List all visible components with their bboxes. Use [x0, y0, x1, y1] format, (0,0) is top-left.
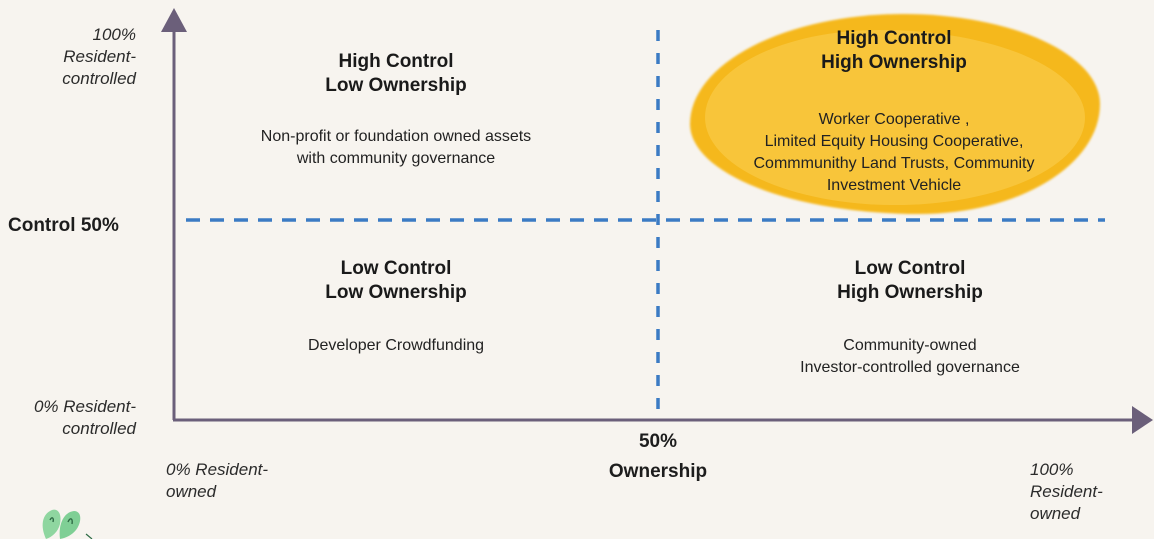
y-axis-bottom-text: 0% Resident-controlled: [33, 397, 136, 438]
x-axis-arrow-icon: [1132, 406, 1153, 434]
quadrant-title-line1: High Control: [338, 51, 454, 72]
y-axis-bottom-label: 0% Resident-controlled: [0, 396, 136, 440]
quadrant-title-line2: Low Ownership: [325, 75, 467, 96]
quadrant-desc-line4: Investment Vehicle: [826, 177, 962, 194]
ownership-50-value: 50%: [638, 431, 678, 452]
quadrant-desc-line2: Investor-controlled governance: [800, 359, 1020, 376]
ownership-50-text: Ownership: [608, 461, 708, 482]
quadrant-title-line2: High Ownership: [821, 52, 967, 73]
quadrant-title-line2: High Ownership: [837, 282, 983, 303]
quadrant-bottom-right: Low Control High Ownership Community-own…: [710, 257, 1110, 379]
quadrant-title-line1: Low Control: [340, 258, 452, 279]
highlight-blob-inner: [705, 30, 1085, 205]
quadrant-bottom-left: Low Control Low Ownership Developer Crow…: [196, 257, 596, 357]
sprout-logo-icon: [42, 509, 93, 539]
y-axis-arrow-icon: [161, 8, 187, 32]
ownership-50-label: 50% Ownership: [598, 427, 718, 487]
quadrant-desc-line1: Worker Cooperative ,: [818, 111, 970, 128]
x-axis-right-label: 100% Resident-owned: [1030, 460, 1103, 523]
x-axis-left-label: 0% Resident-owned: [166, 460, 269, 501]
quadrant-top-right: High Control High Ownership Worker Coope…: [694, 27, 1094, 197]
quadrant-desc-line3: Commmunithy Land Trusts, Community: [753, 155, 1035, 172]
quadrant-top-left: High Control Low Ownership Non-profit or…: [196, 50, 596, 170]
y-axis-top-label: 100% Resident-controlled: [20, 24, 136, 90]
quadrant-desc-line1: Developer Crowdfunding: [307, 337, 485, 354]
quadrant-desc-line1: Community-owned: [843, 337, 977, 354]
y-axis-top-text: 100% Resident-controlled: [62, 25, 136, 88]
quadrant-desc-line2: Limited Equity Housing Cooperative,: [764, 133, 1024, 150]
quadrant-title-line1: High Control: [836, 28, 952, 49]
quadrant-title-line2: Low Ownership: [325, 282, 467, 303]
control-50-label: Control 50%: [8, 215, 119, 236]
quadrant-desc-line1: Non-profit or foundation owned assets: [260, 128, 532, 145]
quadrant-title-line1: Low Control: [854, 258, 966, 279]
quadrant-desc-line2: with community governance: [296, 150, 496, 167]
